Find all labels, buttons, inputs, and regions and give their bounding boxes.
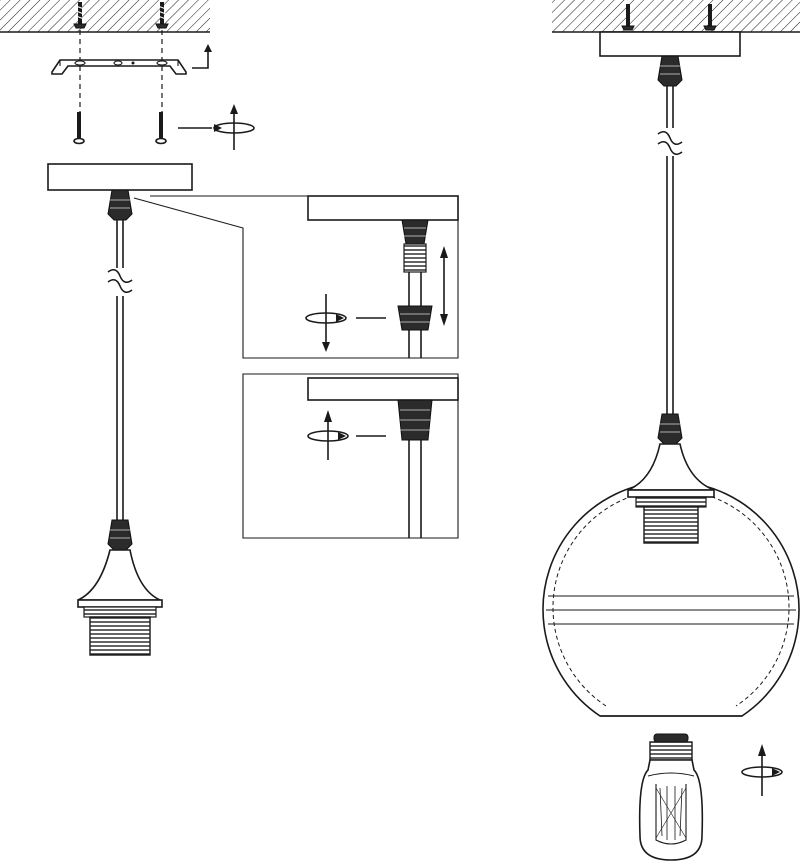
rotate-arrow-icon	[307, 410, 386, 460]
detail-panel-loosen	[307, 195, 459, 358]
detail-panel-tighten	[242, 373, 459, 539]
rotate-arrow-icon	[741, 744, 783, 796]
screw-icon	[73, 112, 85, 145]
mounting-bracket	[51, 59, 187, 75]
screw-icon	[703, 4, 717, 31]
edison-bulb	[638, 733, 704, 861]
ceiling-right	[552, 0, 800, 33]
up-arrow-icon	[192, 44, 212, 69]
canopy	[599, 31, 741, 57]
rotate-arrow-icon	[305, 294, 386, 352]
cord	[107, 220, 133, 520]
screw-icon	[621, 4, 635, 31]
cord-grip	[657, 55, 683, 87]
cord-grip	[657, 413, 683, 445]
double-arrow-icon	[440, 246, 448, 326]
canopy	[47, 163, 193, 191]
lamp-holder-shade	[77, 549, 163, 656]
cord-grip	[107, 519, 133, 551]
screw-icon	[155, 2, 169, 29]
cord	[657, 86, 683, 414]
ceiling-left	[0, 0, 210, 33]
screw-icon	[155, 112, 167, 145]
lamp-holder-shade	[627, 443, 715, 544]
cord-grip	[107, 189, 133, 221]
screw-icon	[73, 2, 87, 29]
rotate-arrow-icon	[178, 104, 255, 150]
